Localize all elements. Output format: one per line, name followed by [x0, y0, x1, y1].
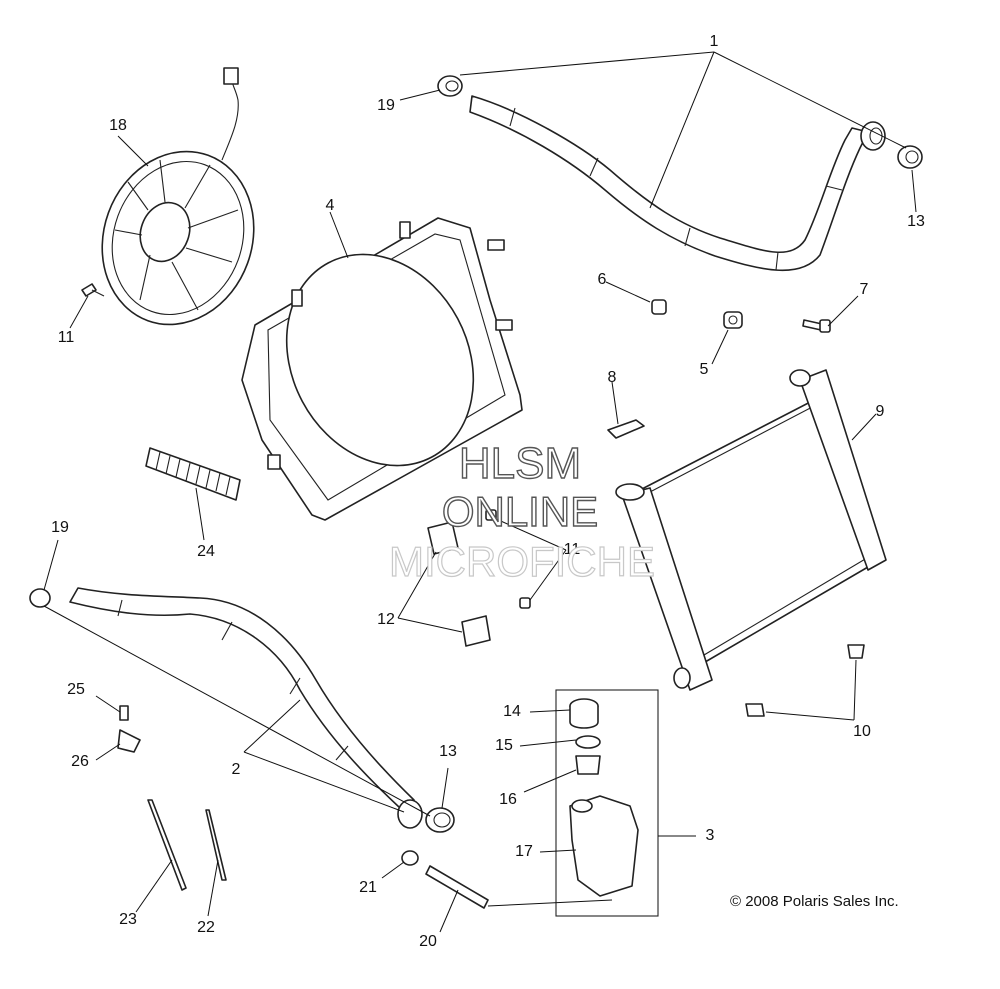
callout-13-lower: 13 [439, 743, 457, 760]
cable-tie-22 [205, 809, 227, 881]
callout-14: 14 [503, 703, 521, 720]
lower-radiator-hose [69, 587, 423, 829]
callout-20: 20 [419, 933, 437, 950]
cap-14 [569, 698, 599, 729]
hose-sleeve [145, 447, 241, 501]
bolt-7 [802, 319, 831, 333]
callout-26: 26 [71, 753, 89, 770]
upper-radiator-hose [469, 95, 886, 272]
callout-24: 24 [197, 543, 215, 560]
watermark-line-3: MICROFICHE [389, 538, 655, 585]
fan-shroud [241, 217, 523, 521]
bracket-8 [607, 419, 645, 439]
callout-4: 4 [326, 197, 335, 214]
callout-13-upper: 13 [907, 213, 925, 230]
callout-11-lower: 11 [564, 541, 581, 558]
copyright-notice: © 2008 Polaris Sales Inc. [730, 893, 899, 910]
callout-11-upper: 11 [58, 329, 75, 346]
callout-3: 3 [706, 827, 715, 844]
mount-12-upper [427, 521, 459, 555]
hose-clamp-13-lower [425, 807, 455, 833]
callout-10: 10 [853, 723, 871, 740]
hose-clamp-13-upper [897, 145, 923, 169]
watermark: HLSM ONLINE MICROFICHE [388, 438, 655, 585]
callout-6: 6 [598, 271, 607, 288]
callout-18: 18 [109, 117, 127, 134]
watermark-line-2: ONLINE [442, 488, 598, 535]
screw-25 [119, 705, 129, 721]
callout-8: 8 [608, 369, 617, 386]
overflow-hose-20 [425, 865, 489, 909]
clip-26 [117, 729, 141, 753]
seal-15 [575, 735, 601, 749]
callout-22: 22 [197, 919, 215, 936]
callout-21: 21 [359, 879, 377, 896]
callout-15: 15 [495, 737, 513, 754]
bolt-11-lower [519, 597, 531, 609]
callout-25: 25 [67, 681, 85, 698]
callout-1: 1 [710, 33, 719, 50]
grommet-5 [723, 311, 743, 329]
callout-7: 7 [860, 281, 869, 298]
fan-bolt-11 [81, 283, 105, 297]
radiator [615, 369, 887, 691]
mount-12-lower [461, 615, 491, 647]
grommet-10-lower [745, 703, 765, 717]
callout-16: 16 [499, 791, 517, 808]
grommet-6 [651, 299, 667, 315]
callout-12: 12 [377, 611, 395, 628]
callout-17: 17 [515, 843, 533, 860]
callout-23: 23 [119, 911, 137, 928]
callout-9: 9 [876, 403, 885, 420]
cooling-fan [101, 67, 255, 326]
hose-clamp-19-upper [437, 75, 463, 97]
bolt-11-middle [485, 509, 497, 521]
callout-2: 2 [232, 761, 241, 778]
clamp-21 [401, 850, 419, 866]
callout-19-upper: 19 [377, 97, 395, 114]
reservoir-assembly-box [555, 689, 659, 917]
callout-5: 5 [700, 361, 709, 378]
leader-lines [43, 51, 917, 933]
reservoir-bottle-17 [569, 795, 639, 897]
callout-19-lower: 19 [51, 519, 69, 536]
hose-clamp-19-lower [29, 588, 51, 608]
watermark-line-1: HLSM [459, 439, 581, 488]
cable-tie-23 [147, 799, 187, 891]
filter-16 [575, 755, 601, 775]
grommet-10-upper [847, 644, 865, 659]
callout-labels: 1 19 18 13 4 6 7 11 5 8 9 19 24 11 12 25… [51, 33, 925, 950]
